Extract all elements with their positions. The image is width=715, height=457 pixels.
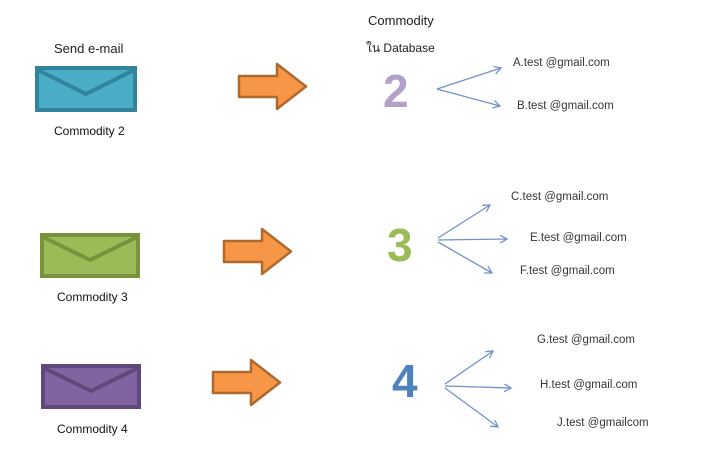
database-count-2: 2 xyxy=(383,65,409,117)
email-address: H.test @gmail.com xyxy=(540,379,638,391)
email-address: G.test @gmail.com xyxy=(537,334,635,346)
connector-arrows-row1 xyxy=(436,56,516,116)
database-count-4: 4 xyxy=(392,355,418,407)
commodity-2-label: Commodity 2 xyxy=(54,124,125,138)
email-address: C.test @gmail.com xyxy=(511,191,609,203)
connector-arrows-row2 xyxy=(437,196,518,282)
database-count-3: 3 xyxy=(387,219,413,271)
send-email-heading: Send e-mail xyxy=(54,41,124,56)
email-address: E.test @gmail.com xyxy=(530,232,627,244)
connector-arrows-row3 xyxy=(444,344,523,434)
envelope-icon xyxy=(40,233,140,278)
envelope-icon xyxy=(35,66,137,112)
database-heading-line2: ใน Database xyxy=(366,41,435,55)
commodity-4-label: Commodity 4 xyxy=(57,422,128,436)
email-address: A.test @gmail.com xyxy=(513,57,610,69)
commodity-3-label: Commodity 3 xyxy=(57,290,128,304)
right-arrow-icon xyxy=(237,62,308,111)
database-heading-line1: Commodity xyxy=(368,13,434,28)
email-address: J.test @gmailcom xyxy=(557,417,649,429)
right-arrow-icon xyxy=(211,358,282,407)
email-address: F.test @gmail.com xyxy=(520,265,615,277)
right-arrow-icon xyxy=(222,227,293,276)
envelope-icon xyxy=(41,364,141,409)
email-address: B.test @gmail.com xyxy=(517,100,614,112)
